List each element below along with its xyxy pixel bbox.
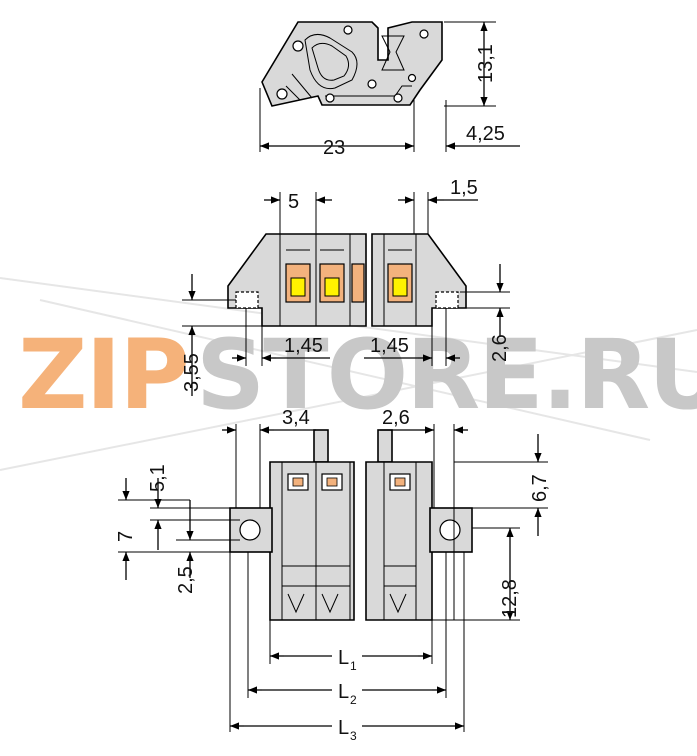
dim-left-1-45: 1,45 <box>232 308 330 366</box>
dim-label-1-5: 1,5 <box>450 177 478 199</box>
dim-label-l2: L <box>338 681 349 703</box>
dim-right-6-7: 6,7 <box>454 434 551 536</box>
dim-label-3-4: 3,4 <box>282 407 310 429</box>
dim-l2: L 2 <box>247 552 447 707</box>
dim-label-13-1: 13,1 <box>475 44 497 83</box>
dim-label-4-25: 4,25 <box>466 123 505 145</box>
dim-pitch-5: 5 <box>264 191 332 234</box>
dim-label-3-55: 3,55 <box>181 353 203 392</box>
dim-right-1-45: 1,45 <box>364 308 460 366</box>
dim-right-12-8: 12,8 <box>432 527 521 621</box>
dim-label-top-2-6: 2,6 <box>382 407 410 429</box>
dim-right-2-6: 2,6 <box>460 264 511 362</box>
dim-left-5-1: 5,1 <box>147 464 240 550</box>
dim-top-2-6: 2,6 <box>380 407 468 620</box>
dim-label-2-5: 2,5 <box>175 566 197 594</box>
dim-label-l3: L <box>338 717 349 739</box>
dim-label-l3-sub: 3 <box>350 729 357 743</box>
dim-label-23: 23 <box>323 137 345 159</box>
dim-label-5: 5 <box>288 191 299 213</box>
dim-label-l2-sub: 2 <box>350 693 357 707</box>
dim-label-right-2-6: 2,6 <box>489 334 511 362</box>
dim-left-2-5: 2,5 <box>175 500 240 594</box>
dim-label-left-1-45: 1,45 <box>284 335 323 357</box>
dim-left-7: 7 <box>115 478 190 580</box>
dim-l1: L 1 <box>269 620 433 673</box>
dim-label-12-8: 12,8 <box>499 579 521 618</box>
dim-width-23: 23 4,25 <box>259 88 520 159</box>
dim-height-13-1: 13,1 <box>444 21 497 107</box>
side-view <box>261 21 443 107</box>
watermark-zip: ZIP <box>18 319 188 431</box>
dim-top-3-4: 3,4 <box>222 407 316 508</box>
dim-label-right-1-45: 1,45 <box>370 335 409 357</box>
dim-label-5-1: 5,1 <box>147 464 169 492</box>
dim-label-l1: L <box>338 647 349 669</box>
dim-label-7: 7 <box>115 531 137 542</box>
front-view <box>227 233 467 327</box>
dim-pitch-1-5: 1,5 <box>398 177 478 234</box>
plan-view <box>229 429 473 621</box>
dim-l3: L 3 <box>229 552 465 743</box>
watermark: ZIP STORE.RU <box>0 277 697 471</box>
dim-left-3-55: 3,55 <box>181 274 262 396</box>
dim-label-6-7: 6,7 <box>529 474 551 502</box>
dim-label-l1-sub: 1 <box>350 659 357 673</box>
